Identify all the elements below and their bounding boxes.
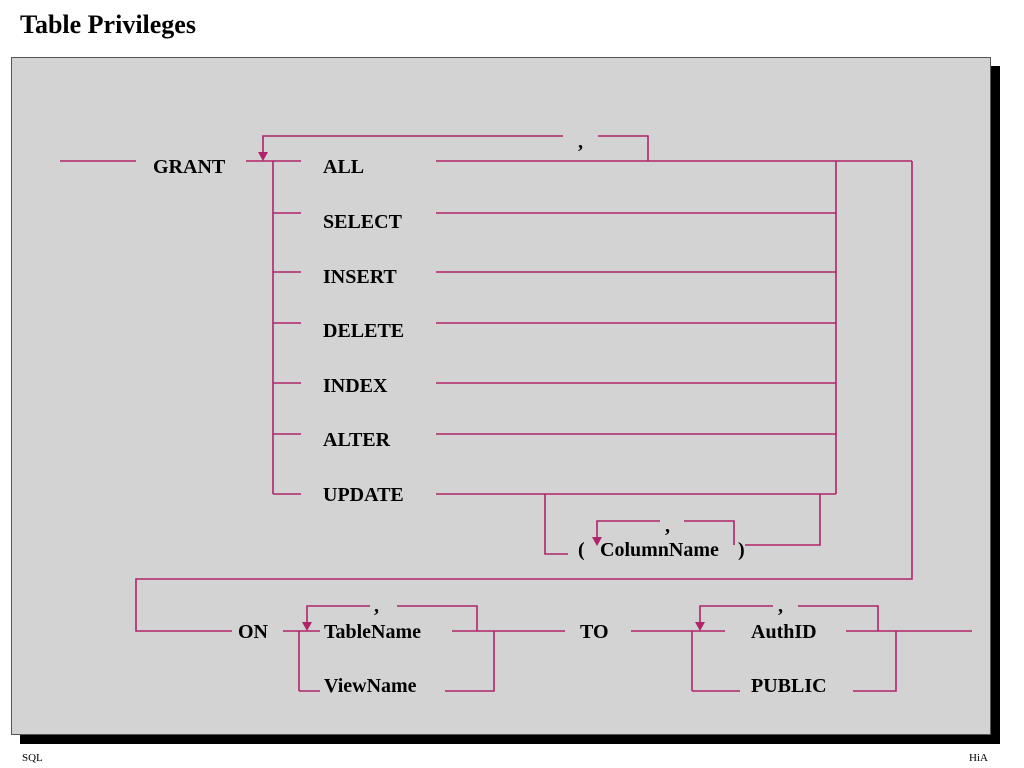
syntax-lines [60,135,972,692]
privilege-select: SELECT [323,211,403,233]
arrowheads [258,152,705,631]
table-name: TableName [324,621,421,643]
footer-right-label: HiA [969,752,988,764]
privilege-insert: INSERT [323,266,397,288]
keyword-on: ON [238,621,269,643]
close-paren: ) [738,539,745,561]
privilege-index: INDEX [323,375,388,397]
privilege-alter: ALTER [323,429,391,451]
loop-arrow-icon [258,152,268,161]
auth-id: AuthID [751,621,817,643]
page-title: Table Privileges [20,10,196,39]
view-name: ViewName [324,675,417,697]
privilege-update: UPDATE [323,484,404,506]
keyword-public: PUBLIC [751,675,827,697]
comma-separator: , [778,595,783,617]
loop-arrow-icon [592,537,602,546]
loop-arrow-icon [695,622,705,631]
column-name: ColumnName [600,539,719,561]
comma-separator: , [374,595,379,617]
comma-separator: , [578,131,583,153]
keyword-grant: GRANT [153,156,226,178]
diagram-panel [11,57,991,735]
open-paren: ( [578,539,585,561]
privilege-all: ALL [323,156,364,178]
keyword-to: TO [580,621,609,643]
privilege-delete: DELETE [323,320,404,342]
comma-separator: , [665,515,670,537]
footer-left-label: SQL [22,752,43,764]
loop-arrow-icon [302,622,312,631]
